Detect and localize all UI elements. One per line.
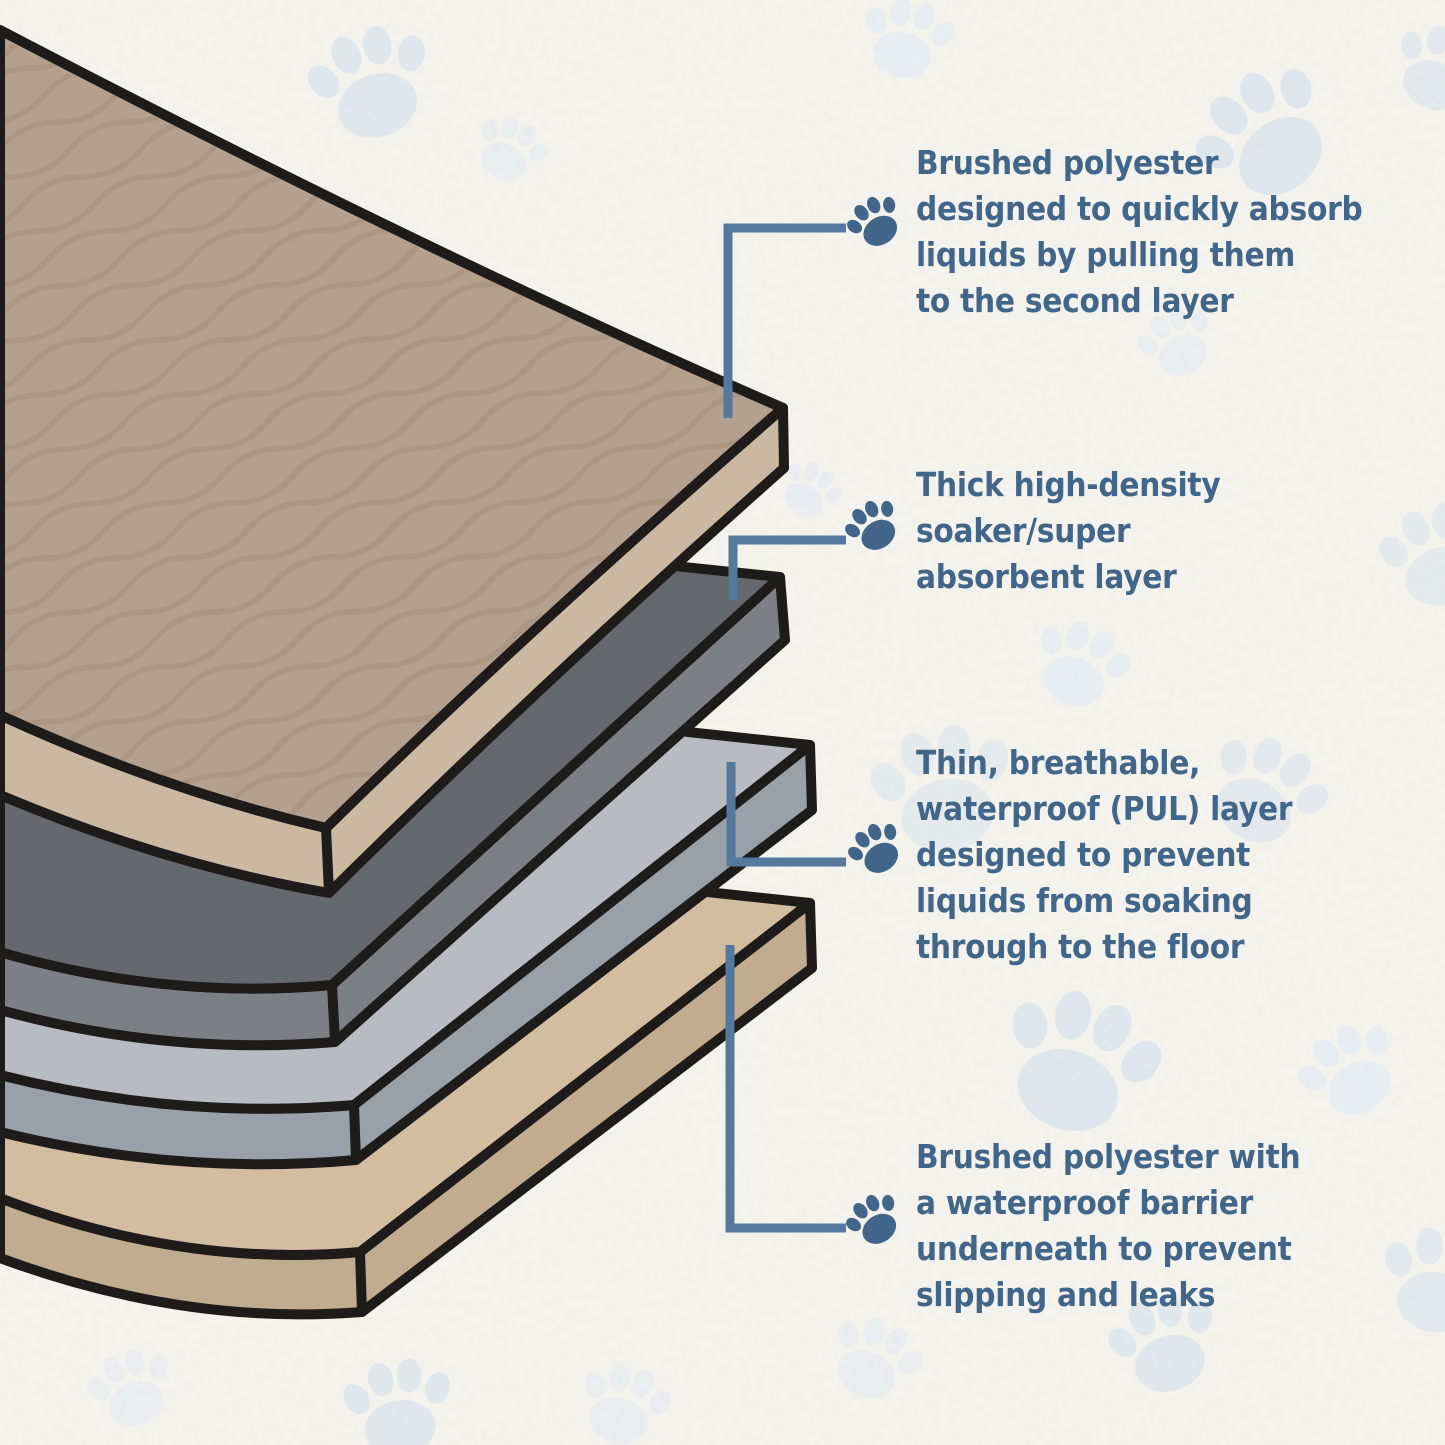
- layer-2-corner-edge: [327, 984, 340, 1043]
- connector-layer-3: [726, 762, 846, 867]
- annotation-line: Thin, breathable,: [916, 743, 1201, 782]
- annotation-layer-4-text: Brushed polyester with a waterproof barr…: [916, 1134, 1301, 1318]
- pad-layer-stack: [0, 25, 817, 1320]
- connector-layer-2: [728, 535, 846, 600]
- annotation-line: designed to quickly absorb: [916, 189, 1363, 228]
- annotation-line: absorbent layer: [916, 557, 1177, 596]
- layer-1-top-face-outline: [0, 25, 788, 833]
- annotation-line: to the second layer: [916, 281, 1234, 320]
- connector-layer-1: [723, 223, 846, 418]
- annotation-line: a waterproof barrier: [916, 1183, 1253, 1222]
- annotation-line: soaker/super: [916, 511, 1131, 550]
- annotation-connectors: [723, 223, 846, 1233]
- layer-1-quilt-pattern: [0, 30, 783, 828]
- annotation-layer-1-text: Brushed polyester designed to quickly ab…: [916, 140, 1363, 324]
- layer-1: [0, 25, 789, 898]
- annotation-layer-2-text: Thick high-density soaker/super absorben…: [916, 462, 1221, 600]
- annotation-line: liquids by pulling them: [916, 235, 1296, 274]
- layer-1-corner-edge: [321, 827, 334, 894]
- connector-layer-4: [725, 945, 846, 1233]
- annotation-layer-3-text: Thin, breathable, waterproof (PUL) layer…: [916, 740, 1293, 970]
- layer-4-corner-edge: [355, 1251, 367, 1313]
- annotation-line: liquids from soaking: [916, 881, 1253, 920]
- annotation-line: designed to prevent: [916, 835, 1251, 874]
- annotation-line: underneath to prevent: [916, 1229, 1292, 1268]
- annotation-line: Brushed polyester: [916, 143, 1219, 182]
- annotation-line: Thick high-density: [916, 465, 1221, 504]
- annotation-line: through to the floor: [916, 927, 1245, 966]
- annotation-line: Brushed polyester with: [916, 1137, 1301, 1176]
- annotation-line: waterproof (PUL) layer: [916, 789, 1293, 828]
- annotation-line: slipping and leaks: [916, 1275, 1216, 1314]
- layer-3-corner-edge: [349, 1104, 361, 1161]
